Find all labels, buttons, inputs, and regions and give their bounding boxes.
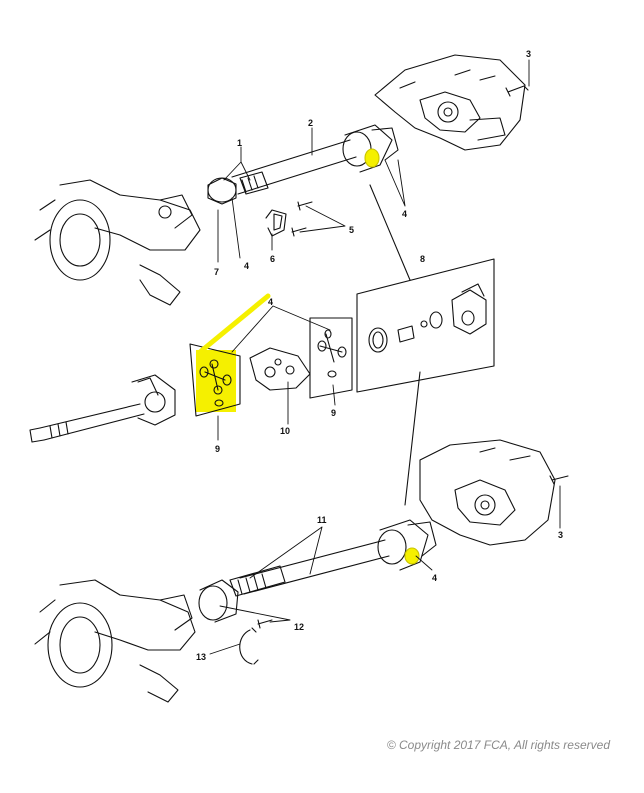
callout-9-right: 9 [331, 408, 336, 418]
callout-4-lower: 4 [432, 573, 437, 583]
cv-joint-lower [198, 579, 239, 623]
cv-joint-kit [356, 258, 495, 393]
callout-12: 12 [294, 622, 304, 632]
callout-13: 13 [196, 652, 206, 662]
leader-lines [209, 59, 561, 655]
callout-4-upper-right: 4 [402, 209, 407, 219]
callout-1: 1 [237, 138, 242, 148]
callout-5: 5 [349, 225, 354, 235]
bolt-upper [505, 85, 529, 97]
callout-7: 7 [214, 267, 219, 277]
axle-shaft [29, 374, 176, 443]
clamp-bolts [291, 201, 313, 237]
highlight-leader [197, 293, 271, 355]
callout-2: 2 [308, 118, 313, 128]
callout-8: 8 [420, 254, 425, 264]
transfer-case-upper [374, 54, 526, 151]
ujoint-highlight-upper [364, 148, 380, 168]
ujoint-kit-right [309, 317, 353, 399]
callout-4-middle: 4 [268, 297, 273, 307]
leader-box-upper [369, 184, 411, 281]
ujoint-highlight-lower [404, 547, 420, 565]
callout-9-left: 9 [215, 444, 220, 454]
bolt-lower [549, 475, 569, 485]
ujoint-kit-left [189, 343, 241, 417]
front-axle-upper [34, 179, 201, 306]
transfer-case-lower [419, 439, 556, 546]
callout-labels: 1 2 3 4 4 7 6 5 8 4 9 9 10 11 3 4 12 13 [196, 49, 563, 662]
callout-6: 6 [270, 254, 275, 264]
flange-yoke [249, 347, 311, 391]
callout-4-upper-left: 4 [244, 261, 249, 271]
callout-3-upper: 3 [526, 49, 531, 59]
copyright-notice: © Copyright 2017 FCA, All rights reserve… [386, 738, 610, 752]
driveshaft-lower [229, 519, 437, 597]
callout-11: 11 [317, 515, 327, 525]
callout-10: 10 [280, 426, 290, 436]
leader-box-lower [404, 371, 421, 506]
flange-bolts-lower [257, 619, 273, 629]
retaining-clip [239, 627, 259, 665]
front-yoke-upper [207, 177, 237, 205]
callout-3-lower: 3 [558, 530, 563, 540]
front-axle-lower [34, 579, 196, 703]
clamp-strap [265, 209, 287, 237]
